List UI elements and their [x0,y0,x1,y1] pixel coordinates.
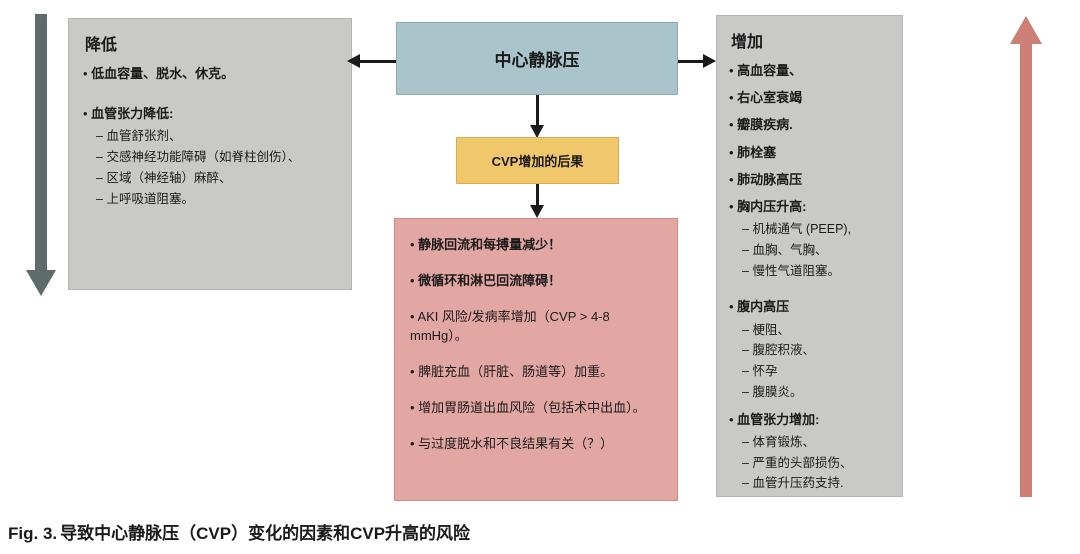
sub-item-list: 梗阻、腹腔积液、怀孕腹膜炎。 [742,321,890,402]
connector-to-risks [536,184,539,207]
cvp-risks-box: 静脉回流和每搏量减少！ 微循环和淋巴回流障碍！ AKI 风险/发病率增加（CVP >… [394,218,678,501]
bullet-item: 脾脏充血（肝脏、肠道等）加重。 [410,363,662,381]
cvp-risks-list: 静脉回流和每搏量减少！ 微循环和淋巴回流障碍！ AKI 风险/发病率增加（CVP >… [410,236,662,453]
sub-item: 血胸、气胸、 [742,241,890,260]
figure-caption: Fig. 3.导致中心静脉压（CVP）变化的因素和CVP升高的风险 [8,519,470,544]
bullet-item: 与过度脱水和不良结果有关（？） [410,435,662,453]
arrowhead-right-icon [703,54,716,68]
sub-item: 怀孕 [742,362,890,381]
increase-arrow-shaft [1020,42,1032,497]
decrease-factors-box: 降低 低血容量、脱水、休克。血管张力降低:血管舒张剂、交感神经功能障碍（如脊柱创… [68,18,352,290]
bullet-item: 静脉回流和每搏量减少！ [410,236,662,254]
bullet-item: 肺栓塞 [729,144,890,162]
bullet-item: 高血容量、 [729,62,890,80]
sub-item: 机械通气 (PEEP), [742,220,890,239]
sub-item: 严重的头部损伤、 [742,454,890,473]
increase-factors-list: 高血容量、右心室衰竭瓣膜疾病.肺栓塞肺动脉高压胸内压升高:机械通气 (PEEP)… [729,62,890,493]
decrease-factors-list: 低血容量、脱水、休克。血管张力降低:血管舒张剂、交感神经功能障碍（如脊柱创伤）、… [83,65,337,208]
sub-item: 血管舒张剂、 [96,127,337,146]
sub-item-list: 机械通气 (PEEP), 血胸、气胸、慢性气道阻塞。 [742,220,890,280]
connector-to-consequence [536,95,539,127]
increase-factors-box: 增加 高血容量、右心室衰竭瓣膜疾病.肺栓塞肺动脉高压胸内压升高:机械通气 (PE… [716,15,903,497]
bullet-item: 血管张力增加:体育锻炼、严重的头部损伤、血管升压药支持. [729,411,890,493]
connector-to-decrease [359,60,396,63]
sub-item-list: 血管舒张剂、交感神经功能障碍（如脊柱创伤）、区域（神经轴）麻醉、上呼吸道阻塞。 [96,127,337,208]
sub-item: 交感神经功能障碍（如脊柱创伤）、 [96,148,337,167]
bullet-item: 微循环和淋巴回流障碍！ [410,272,662,290]
sub-item: 腹膜炎。 [742,383,890,402]
bullet-item: 右心室衰竭 [729,89,890,107]
cvp-center-box: 中心静脉压 [396,22,678,95]
sub-item: 腹腔积液、 [742,341,890,360]
increase-box-title: 增加 [731,34,764,51]
sub-item: 血管升压药支持. [742,474,890,493]
sub-item: 区域（神经轴）麻醉、 [96,169,337,188]
bullet-item: 胸内压升高:机械通气 (PEEP),血胸、气胸、慢性气道阻塞。 [729,198,890,280]
bullet-item: 瓣膜疾病. [729,116,890,134]
increase-trend-arrow-icon [1010,16,1042,498]
bullet-item: 腹内高压梗阻、腹腔积液、怀孕腹膜炎。 [729,298,890,401]
figure-caption-text: 导致中心静脉压（CVP）变化的因素和CVP升高的风险 [60,524,471,543]
decrease-trend-arrow-icon [26,14,56,296]
decrease-arrow-head [26,270,56,296]
sub-item: 上呼吸道阻塞。 [96,190,337,209]
arrowhead-left-icon [347,54,360,68]
bullet-item: 血管张力降低:血管舒张剂、交感神经功能障碍（如脊柱创伤）、区域（神经轴）麻醉、上… [83,105,337,208]
decrease-box-title: 降低 [85,37,118,54]
arrowhead-down2-icon [530,205,544,218]
figure-caption-prefix: Fig. 3. [8,524,58,543]
bullet-item: 肺动脉高压 [729,171,890,189]
connector-to-increase [678,60,705,63]
bullet-item: AKI 风险/发病率增加（CVP > 4-8 mmHg）。 [410,308,662,344]
sub-item: 体育锻炼、 [742,433,890,452]
decrease-arrow-shaft [35,14,47,272]
cvp-consequence-box: CVP增加的后果 [456,137,619,184]
cvp-consequence-title: CVP增加的后果 [491,154,584,169]
bullet-item: 低血容量、脱水、休克。 [83,65,337,83]
cvp-center-title: 中心静脉压 [494,51,580,70]
arrowhead-down1-icon [530,125,544,138]
sub-item: 梗阻、 [742,321,890,340]
increase-arrow-head [1010,16,1042,44]
sub-item: 慢性气道阻塞。 [742,262,890,281]
sub-item-list: 体育锻炼、严重的头部损伤、血管升压药支持. [742,433,890,493]
bullet-item: 增加胃肠道出血风险（包括术中出血）。 [410,399,662,417]
